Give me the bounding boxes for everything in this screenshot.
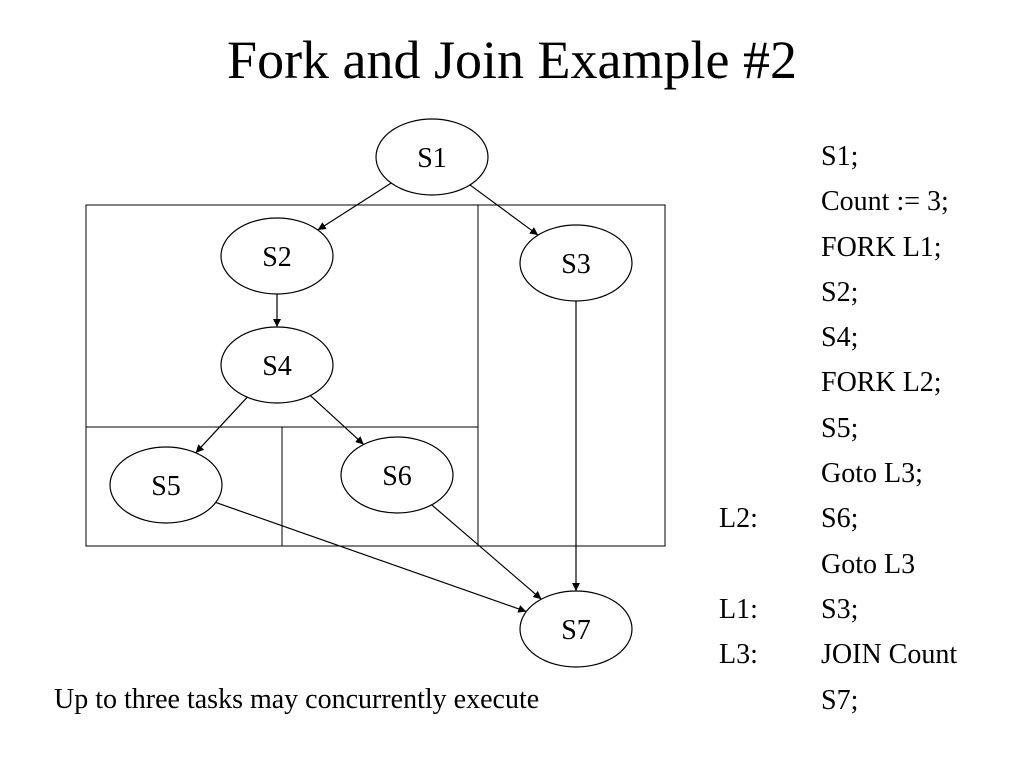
node-s7: S7 <box>519 590 633 668</box>
edge-s4-to-s6 <box>309 395 365 445</box>
code-line: S2; <box>719 270 1019 315</box>
code-line: L2: S6; <box>719 496 1019 541</box>
node-ellipse <box>519 590 633 668</box>
code-line: FORK L1; <box>719 225 1019 270</box>
code-line-text: S1; <box>821 141 859 172</box>
node-label: S6 <box>382 461 412 492</box>
code-line: S1; <box>719 134 1019 179</box>
node-s5: S5 <box>109 446 223 524</box>
code-line-label: L1: <box>719 593 758 625</box>
slide-title: Fork and Join Example #2 <box>227 30 797 90</box>
outer-region-box <box>85 204 666 547</box>
node-ellipse <box>519 224 633 302</box>
node-label: S5 <box>151 471 181 502</box>
node-ellipse <box>375 118 489 196</box>
edge-s4-to-s5 <box>195 396 248 454</box>
code-line-label: L2: <box>719 503 758 535</box>
code-line-text: FORK L2; <box>821 367 942 399</box>
code-line-text: Goto L3 <box>821 548 916 580</box>
code-line: S4; <box>719 315 1019 360</box>
task-region-boxes <box>85 204 666 547</box>
code-line-text: S2; <box>821 276 859 308</box>
edge-s1-to-s3 <box>469 184 539 236</box>
code-line-text: S5; <box>821 412 859 444</box>
code-line-text: S6; <box>821 503 859 535</box>
edge-s5-to-s7 <box>215 501 527 613</box>
node-label: S2 <box>262 242 292 273</box>
node-ellipse <box>340 436 454 514</box>
node-s4: S4 <box>220 326 334 404</box>
code-listing: S1; Count := 3; FORK L1; S2; S4; FORK L2… <box>719 134 1019 723</box>
code-line-text: Goto L3; <box>821 458 923 490</box>
code-line: Count := 3; <box>719 179 1019 224</box>
code-line-text: S3; <box>821 593 859 625</box>
code-line: Goto L3 <box>719 542 1019 587</box>
edge-s6-to-s7 <box>431 504 542 600</box>
code-line: L1: S3; <box>719 587 1019 632</box>
node-s2: S2 <box>220 217 334 295</box>
edge-s1-to-s2 <box>317 182 392 231</box>
node-label: S1 <box>417 143 447 174</box>
node-label: S3 <box>561 249 591 280</box>
code-line-text: JOIN Count <box>821 639 958 671</box>
node-ellipse <box>109 446 223 524</box>
code-line-text: S4; <box>821 322 859 354</box>
node-ellipse <box>220 217 334 295</box>
node-s3: S3 <box>519 224 633 302</box>
code-line: S7; <box>719 678 1019 723</box>
node-s6: S6 <box>340 436 454 514</box>
node-label: S4 <box>262 351 292 382</box>
code-line-text: FORK L1; <box>821 231 942 263</box>
code-line: S5; <box>719 406 1019 451</box>
node-s1: S1 <box>375 118 489 196</box>
code-line: FORK L2; <box>719 360 1019 405</box>
code-line-text: S7; <box>821 684 859 716</box>
code-line: Goto L3; <box>719 451 1019 496</box>
edges-layer <box>195 182 580 613</box>
code-line-text: Count := 3; <box>821 186 949 218</box>
node-ellipse <box>220 326 334 404</box>
node-label: S7 <box>561 615 591 646</box>
caption: Up to three tasks may concurrently execu… <box>54 684 540 715</box>
code-line: L3: JOIN Count <box>719 632 1019 677</box>
code-line-label: L3: <box>719 639 758 671</box>
